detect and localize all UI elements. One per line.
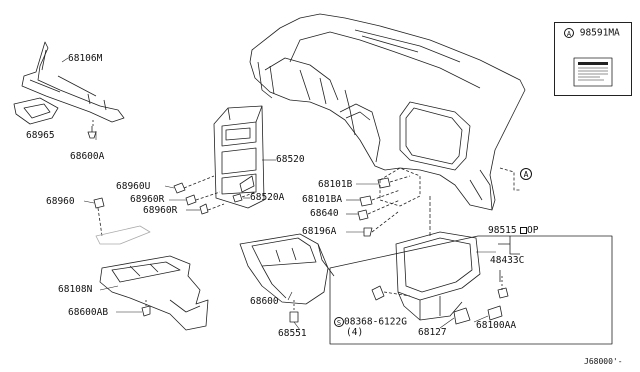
label-68520: 68520 bbox=[276, 154, 305, 165]
label-68965: 68965 bbox=[26, 130, 55, 141]
label-98515: 98515 bbox=[488, 225, 517, 236]
label-68960u: 68960U bbox=[116, 181, 151, 192]
label-68640: 68640 bbox=[310, 208, 339, 219]
label-68100aa: 68100AA bbox=[476, 320, 517, 331]
label-68101ba: 68101BA bbox=[302, 194, 343, 205]
callout-a-circle: A bbox=[520, 168, 532, 180]
instrument-panel bbox=[249, 13, 526, 211]
label-68101b: 68101B bbox=[318, 179, 353, 190]
screw-symbol-icon: S bbox=[334, 317, 344, 327]
part-68108n-shape bbox=[99, 255, 209, 331]
inset-header: A 98591MA bbox=[564, 28, 620, 38]
inset-box bbox=[554, 22, 632, 96]
part-68965-shape bbox=[13, 97, 59, 125]
label-68600a: 68600A bbox=[70, 151, 105, 162]
label-68520a: 68520A bbox=[250, 192, 285, 203]
op-mark: OP bbox=[527, 225, 539, 236]
inset-label-graphic bbox=[573, 57, 613, 87]
label-68960r-upper: 68960R bbox=[130, 194, 165, 205]
label-68551: 68551 bbox=[278, 328, 307, 339]
part-68600ab-shape bbox=[141, 300, 151, 317]
leader-lines bbox=[61, 57, 496, 331]
part-68551-shape bbox=[289, 300, 299, 323]
part-68600a-shape bbox=[87, 120, 97, 139]
part-68600-shape bbox=[239, 233, 335, 305]
diagram-code: J68000'- bbox=[584, 357, 623, 366]
label-68106m: 68106M bbox=[68, 53, 103, 64]
part-68960-shape bbox=[93, 197, 151, 245]
airbag-box bbox=[329, 196, 613, 345]
label-68127: 68127 bbox=[418, 327, 447, 338]
label-68600: 68600 bbox=[250, 296, 279, 307]
center-clips bbox=[357, 167, 421, 237]
label-68600ab: 68600AB bbox=[68, 307, 109, 318]
label-68196a: 68196A bbox=[302, 226, 337, 237]
label-48433c: 48433C bbox=[490, 255, 525, 266]
label-08368-code: 08368-6122G bbox=[344, 316, 407, 328]
inset-letter-circle: A bbox=[564, 28, 574, 38]
part-68106m-shape bbox=[21, 41, 125, 123]
label-68960r-lower: 68960R bbox=[143, 205, 178, 216]
op-box-icon bbox=[520, 227, 527, 234]
label-98591ma: 98591MA bbox=[579, 27, 620, 39]
label-08368-qty: (4) bbox=[346, 327, 364, 338]
label-op: OP bbox=[520, 226, 538, 236]
clip-parts bbox=[173, 175, 257, 215]
label-68108n: 68108N bbox=[58, 284, 93, 295]
part-68520-shape bbox=[213, 105, 265, 209]
callout-a-marker: A bbox=[520, 168, 532, 180]
label-68960: 68960 bbox=[46, 196, 75, 207]
callout-a-leader bbox=[499, 167, 520, 191]
